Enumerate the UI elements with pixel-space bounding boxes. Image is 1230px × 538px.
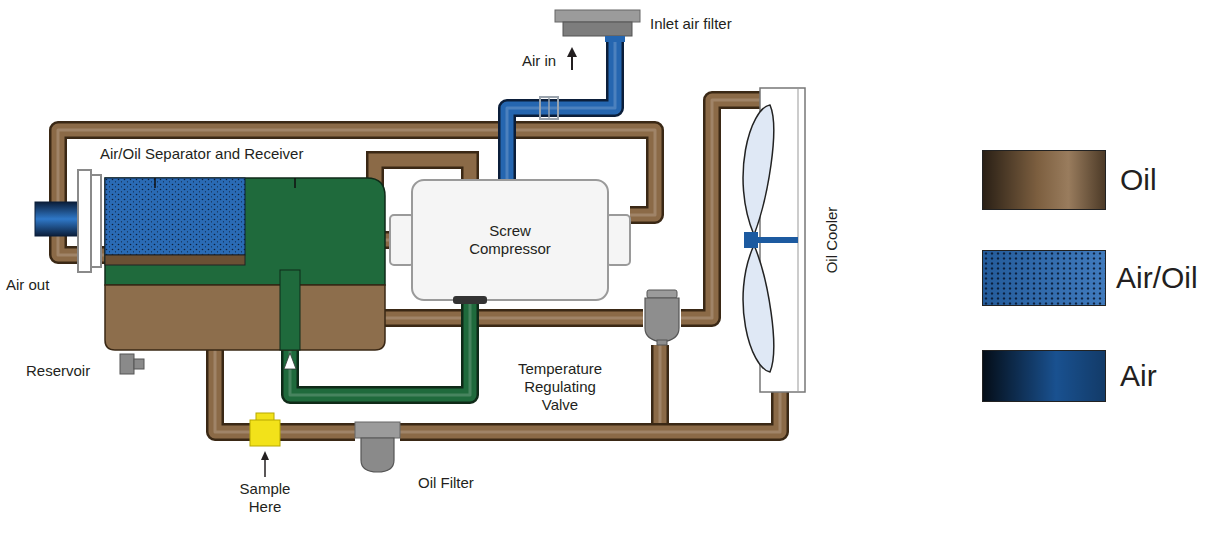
node-heading: Air/Oil Separator and Receiver bbox=[100, 145, 303, 163]
oil-cooler: Oil Cooler bbox=[760, 88, 805, 392]
compressor-lug bbox=[390, 215, 414, 265]
valve-symbol: Temperature Regulating Valve bbox=[643, 290, 681, 345]
separator-element bbox=[105, 178, 245, 255]
air-filter-outline bbox=[555, 10, 640, 42]
legend-text: Air bbox=[1120, 358, 1157, 394]
oil-filter-outline bbox=[355, 422, 400, 472]
valve-cap bbox=[647, 290, 677, 298]
node-heading: Oil Cooler bbox=[823, 207, 841, 274]
compressor-outlet bbox=[453, 296, 487, 304]
part-label: Reservoir bbox=[26, 362, 90, 380]
arrow-head bbox=[284, 353, 296, 369]
tank-oil bbox=[105, 285, 385, 350]
node-heading: Temperature Regulating Valve bbox=[510, 360, 610, 414]
callout-label: Sample Here bbox=[235, 480, 295, 516]
legend-text: Air/Oil bbox=[1116, 260, 1198, 296]
air-pipe-outline bbox=[507, 42, 615, 180]
fan-blade bbox=[743, 245, 774, 372]
leader-arrow-head bbox=[261, 451, 269, 460]
air-filter: Inlet air filter bbox=[555, 10, 640, 42]
sample-port bbox=[250, 420, 280, 446]
flow-label: Air in bbox=[522, 52, 556, 70]
compressor-box: Screw Compressor bbox=[390, 180, 630, 300]
tick-mark bbox=[154, 178, 156, 188]
oil-filter: Oil Filter bbox=[355, 422, 400, 472]
fan-shaft bbox=[758, 237, 798, 243]
legend-swatch bbox=[982, 250, 1106, 306]
air-out-pipe bbox=[35, 202, 80, 236]
tank-air-space bbox=[105, 178, 385, 285]
separator-tube bbox=[105, 255, 245, 265]
air-pipe bbox=[507, 42, 615, 180]
flow-arrow-head bbox=[567, 47, 577, 57]
valve-symbol-outline bbox=[643, 290, 681, 345]
legend-swatch bbox=[982, 350, 1106, 402]
drain-valve bbox=[134, 359, 144, 369]
node-heading: Oil Filter bbox=[418, 474, 474, 492]
leader-arrow bbox=[264, 460, 266, 477]
separator-tank: Air/Oil Separator and Receiver bbox=[105, 178, 385, 350]
filter-canister bbox=[361, 438, 394, 472]
valve-stem bbox=[657, 340, 667, 345]
node-heading: Inlet air filter bbox=[650, 15, 732, 33]
valve-body bbox=[645, 298, 679, 342]
pipe-flange bbox=[91, 175, 101, 267]
filter-head bbox=[355, 422, 400, 438]
fan-hub bbox=[744, 232, 758, 248]
filter-body bbox=[563, 22, 632, 36]
node-heading: Screw Compressor bbox=[455, 222, 565, 258]
port-label: Air out bbox=[6, 276, 49, 294]
air-valve-symbol bbox=[540, 97, 558, 119]
air-valve-symbol bbox=[548, 97, 550, 119]
inlet-tube bbox=[280, 270, 300, 350]
legend-swatch bbox=[982, 150, 1106, 210]
separator-tank-outline bbox=[105, 178, 385, 350]
legend-text: Oil bbox=[1120, 162, 1157, 198]
fan-blade bbox=[743, 105, 774, 235]
filter-cap bbox=[555, 10, 640, 22]
air-pipe-fill bbox=[507, 42, 615, 180]
compressor-body bbox=[412, 180, 608, 300]
compressor-lug bbox=[606, 215, 630, 265]
oil-cooler-outline bbox=[760, 88, 805, 392]
filter-neck bbox=[605, 36, 625, 42]
tick-mark bbox=[294, 178, 296, 188]
pipe-flange bbox=[78, 170, 91, 272]
flow-arrow bbox=[571, 56, 573, 70]
air-pipe-shine bbox=[507, 42, 615, 180]
drain-valve bbox=[120, 354, 134, 374]
